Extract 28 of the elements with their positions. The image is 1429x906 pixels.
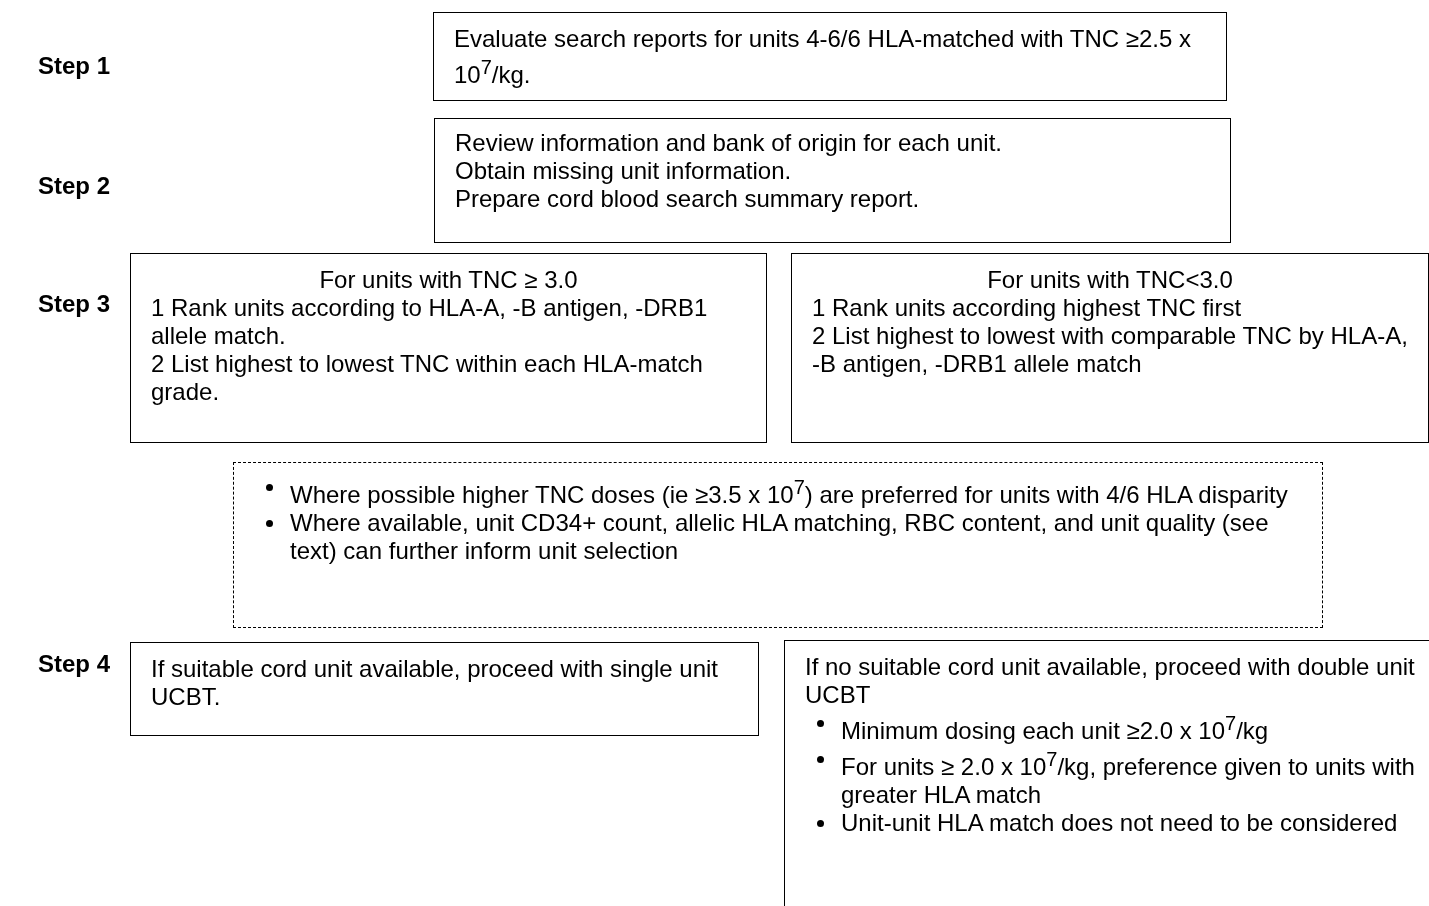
process-box [784, 640, 1429, 906]
bullet-item: For units ≥ 2.0 x 10$^{7}$/kg, preference given to units with greater HLA match [805, 745, 1424, 809]
process-box [791, 253, 1429, 443]
process-box [130, 253, 767, 443]
bullet-item: Where possible higher TNC doses (ie ≥3.5 x 10$^{7}$) are preferred for units with 4/6 HLA disparity [254, 473, 1302, 509]
step-label: Step 2 [38, 172, 111, 200]
box-text: Review information and bank of origin for each unit. [455, 129, 1003, 157]
step-label: Step 1 [38, 52, 111, 80]
bullet-item: Minimum dosing each unit ≥2.0 x 10$^{7}$/kg [805, 709, 1424, 745]
box-text: 1 Rank units according highest TNC first [812, 294, 1243, 322]
note-box [233, 462, 1323, 628]
box-text: 2 List highest to lowest TNC within each HLA-match grade. [151, 350, 704, 406]
box-text: 2 List highest to lowest with comparable TNC by HLA-A, -B antigen, -DRB1 allele match [812, 322, 1408, 378]
box-text: Prepare cord blood search summary report. [455, 185, 921, 213]
box-text: Obtain missing unit information. [455, 157, 793, 185]
box-heading: For units with TNC<3.0 [986, 266, 1234, 294]
process-box [130, 642, 759, 736]
process-box [434, 118, 1231, 243]
box-text: Evaluate search reports for units 4-6/6 HLA-matched with TNC ≥2.5 x 10$^{7}$/kg. [454, 25, 1193, 89]
box-text: 1 Rank units according to HLA-A, -B antigen, -DRB1 allele match. [151, 294, 709, 350]
bullet-item: Where available, unit CD34+ count, allelic HLA matching, RBC content, and unit quality (see text) can further inform unit selection [254, 509, 1302, 565]
box-text: If suitable cord unit available, proceed with single unit UCBT. [151, 655, 719, 711]
process-box [433, 12, 1227, 101]
step-label: Step 3 [38, 290, 111, 318]
step-label: Step 4 [38, 650, 111, 678]
box-heading: For units with TNC ≥ 3.0 [318, 266, 579, 294]
box-text: If no suitable cord unit available, proceed with double unit UCBT [805, 653, 1416, 709]
bullet-item: Unit-unit HLA match does not need to be considered [805, 809, 1424, 837]
